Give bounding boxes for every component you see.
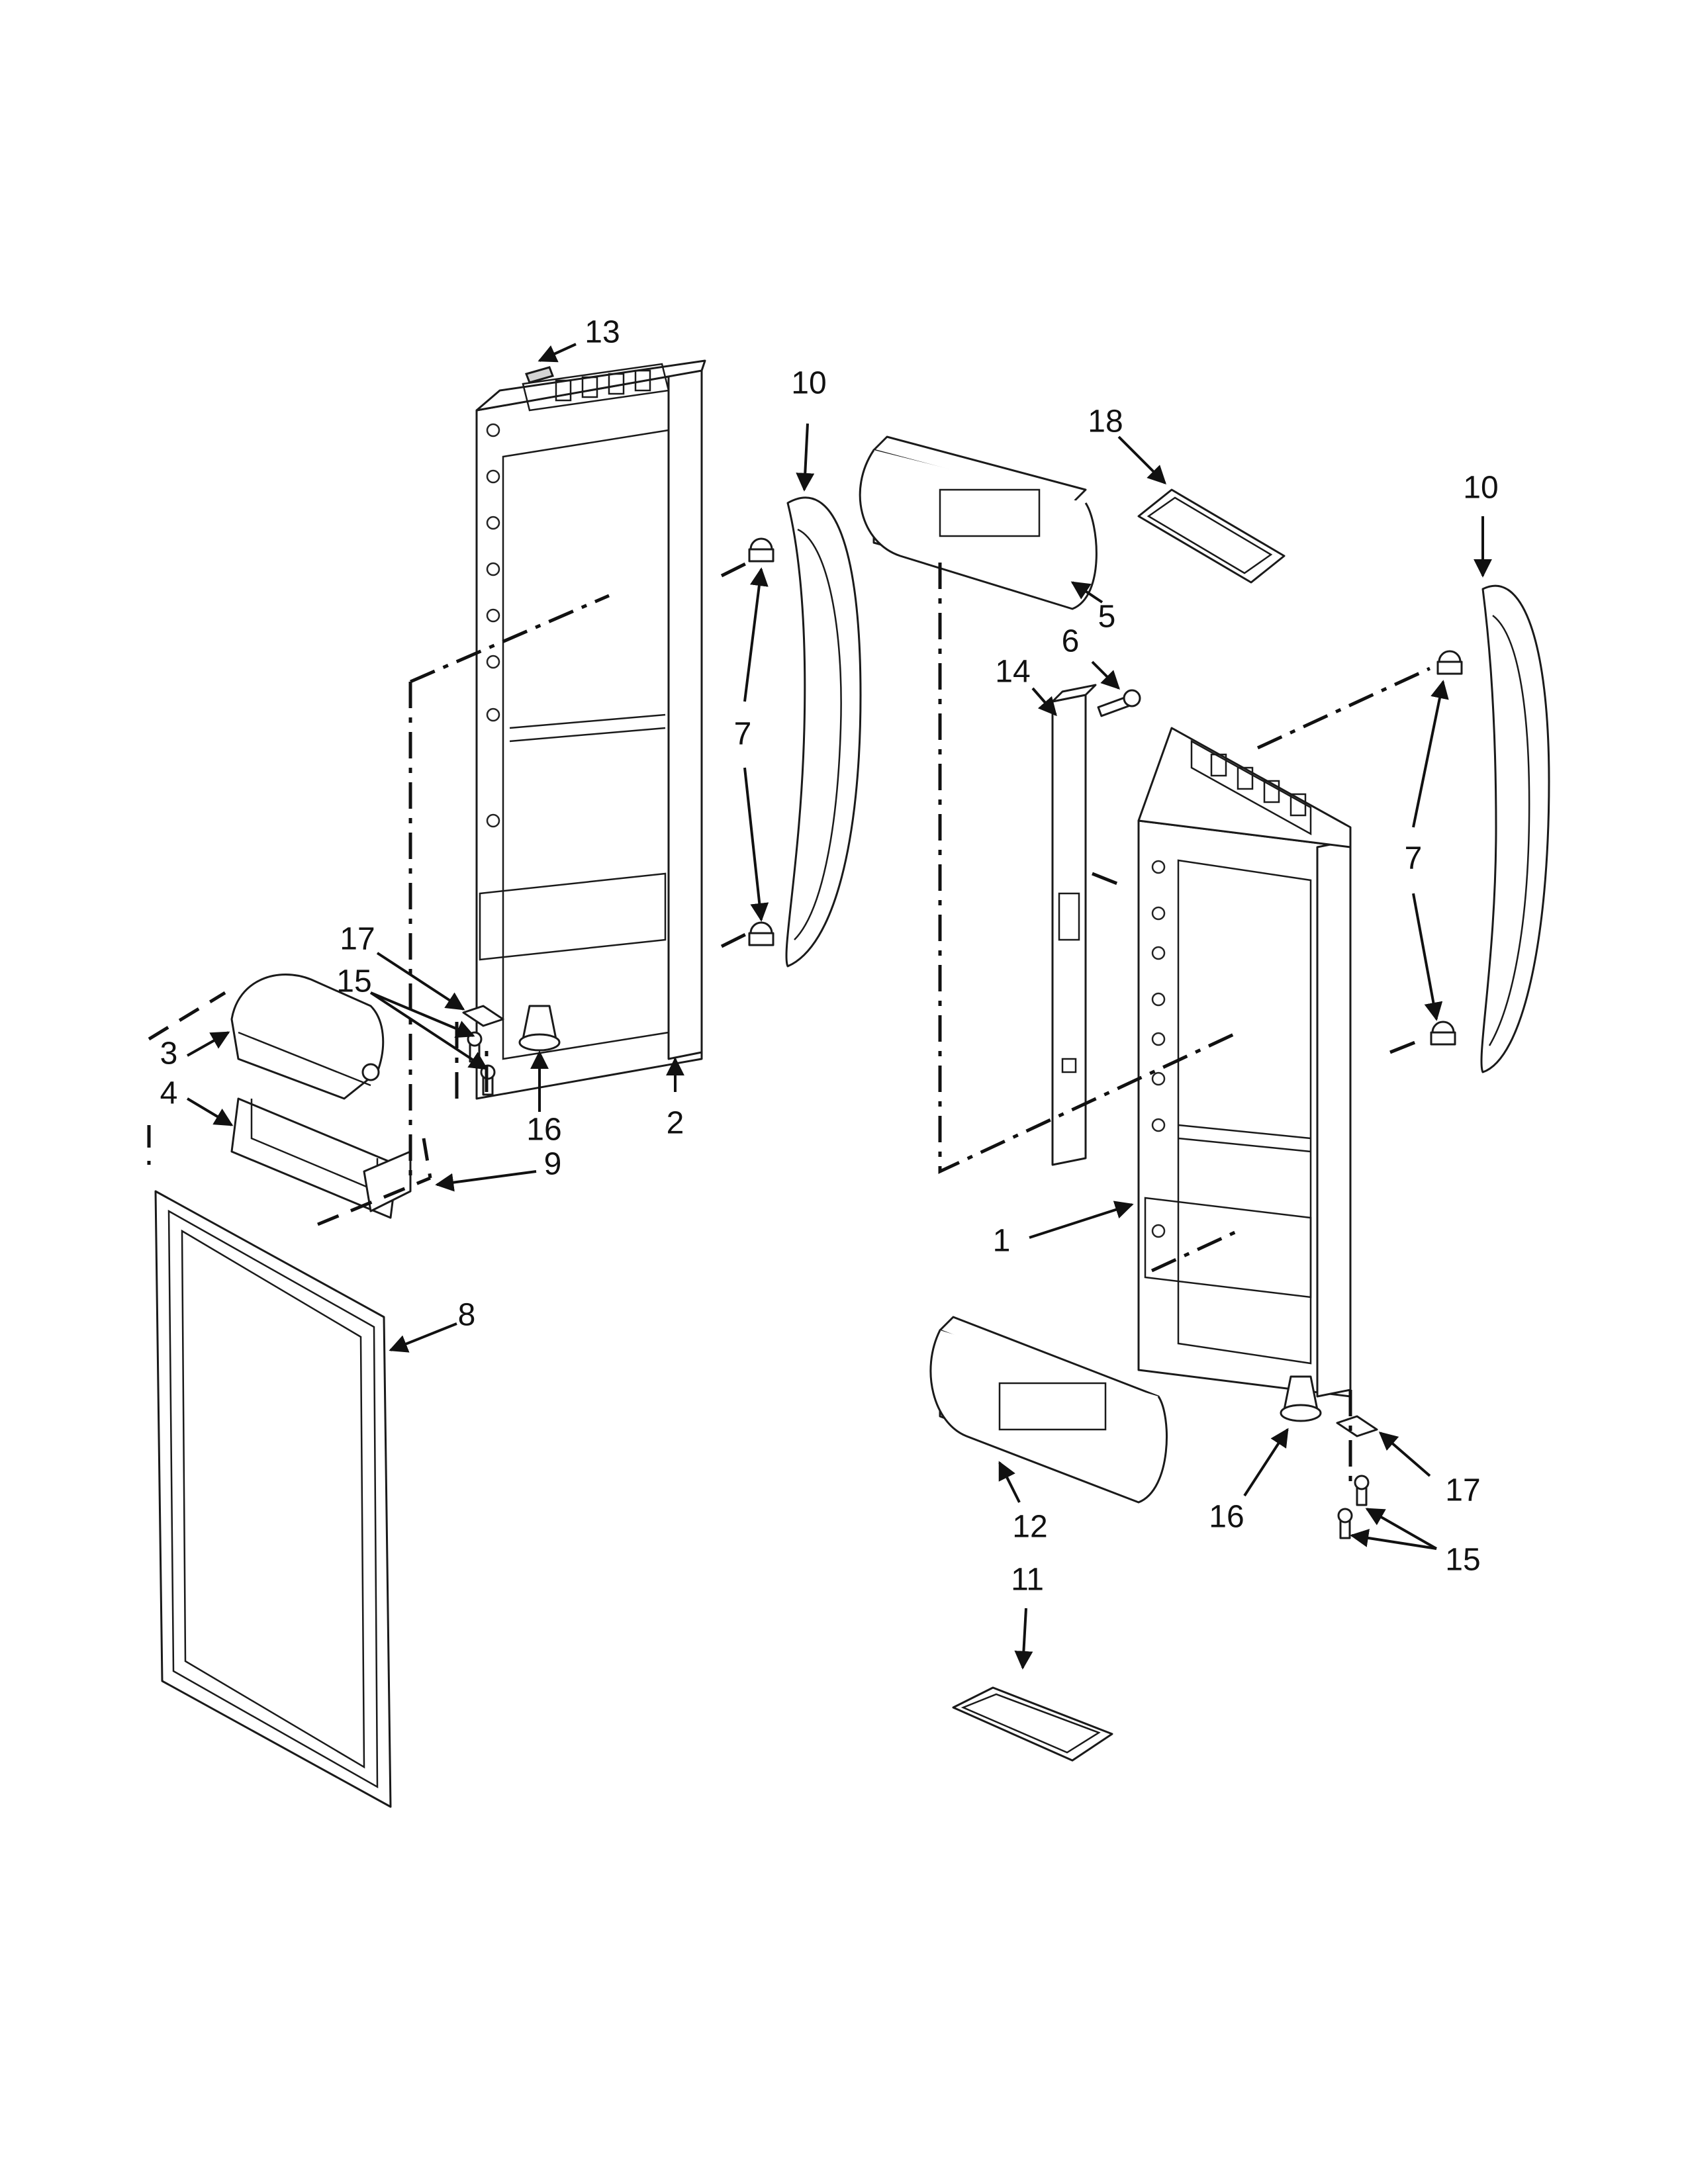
callout-17-left: 17 [340, 922, 375, 957]
callout-18: 18 [1088, 404, 1123, 439]
left-handle-mounting-studs [748, 537, 774, 946]
callout-8: 8 [458, 1298, 476, 1333]
door-gasket [154, 1190, 392, 1808]
leader-arrows [186, 343, 1492, 1670]
part-18-tray [1137, 488, 1286, 584]
right-door-top-vent [1190, 739, 1312, 836]
left-hinge-hardware [462, 1005, 561, 1096]
callout-7-right: 7 [1405, 841, 1423, 876]
left-door-top-vent [522, 363, 670, 412]
right-hinge-hardware [1280, 1375, 1378, 1539]
left-door-shelf-notches [486, 423, 500, 828]
callout-14: 14 [995, 655, 1030, 690]
callout-12: 12 [1012, 1510, 1047, 1545]
callout-16-left: 16 [526, 1113, 561, 1148]
upper-door-bin [859, 435, 1098, 610]
part-4-bracket [230, 1097, 412, 1219]
right-door-shelf-notches [1151, 860, 1166, 1238]
part-6-screw [1097, 689, 1141, 717]
lower-door-bin [929, 1316, 1168, 1504]
callout-1: 1 [993, 1224, 1011, 1259]
door-center-strip [1051, 684, 1097, 1166]
callout-2: 2 [667, 1106, 684, 1141]
callout-16-right: 16 [1209, 1500, 1244, 1535]
left-door-handle [785, 496, 862, 968]
right-door-handle [1480, 584, 1550, 1073]
right-door-liner [1137, 727, 1352, 1398]
callout-5: 5 [1098, 600, 1116, 635]
callout-15-right: 15 [1445, 1543, 1480, 1578]
callout-3: 3 [160, 1036, 178, 1071]
part-11-tray [952, 1686, 1113, 1762]
callout-15-left: 15 [336, 964, 371, 999]
callout-13: 13 [585, 315, 620, 350]
callout-10-left: 10 [791, 366, 826, 401]
part-13-clip [525, 366, 554, 384]
callout-7-left: 7 [734, 717, 752, 752]
callout-17-right: 17 [1445, 1473, 1480, 1508]
right-handle-mounting-studs [1430, 650, 1463, 1046]
part-3-cover [230, 974, 385, 1100]
callout-labels: 13 10 18 10 5 6 14 7 7 17 15 3 4 16 2 9 … [160, 315, 1499, 1598]
callout-11: 11 [1011, 1563, 1044, 1598]
assembly-guidelines [147, 561, 1431, 1482]
callout-10-right: 10 [1463, 471, 1498, 506]
left-door-liner [475, 359, 706, 1100]
callout-6: 6 [1062, 624, 1080, 659]
callout-9: 9 [544, 1147, 562, 1182]
callout-4: 4 [160, 1076, 178, 1111]
